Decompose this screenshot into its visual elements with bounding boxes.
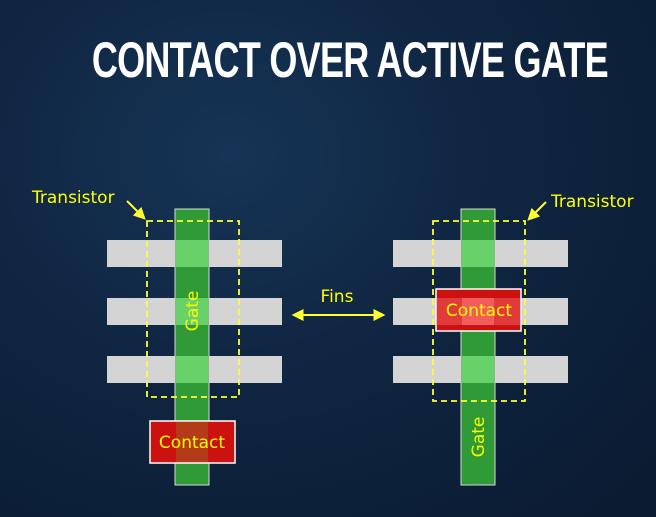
left-gate-label: Gate xyxy=(183,291,203,332)
left-contact-gate-overlap xyxy=(176,422,208,462)
right-gate-fin-overlap-3 xyxy=(462,356,494,383)
left-transistor-arrow xyxy=(126,200,146,220)
right-transistor-label: Transistor xyxy=(550,192,634,212)
left-gate-fin-overlap-1 xyxy=(176,240,208,267)
left-gate-fin-overlap-2 xyxy=(176,298,208,325)
right-contact-label: Contact xyxy=(446,301,512,321)
fins-indicator: Fins xyxy=(291,287,386,321)
right-transistor-outline xyxy=(432,220,526,402)
fins-label: Fins xyxy=(321,287,354,307)
page-title: CONTACT OVER ACTIVE GATE xyxy=(91,32,609,88)
right-gate-fin-overlap-1 xyxy=(462,240,494,267)
right-transistor: Contact Gate Transistor xyxy=(393,192,634,486)
left-transistor-label: Transistor xyxy=(31,188,115,208)
left-transistor-outline xyxy=(146,220,240,398)
right-contact-gate-overlap xyxy=(462,298,494,325)
right-transistor-arrow xyxy=(527,201,547,221)
left-contact-label: Contact xyxy=(159,433,225,453)
right-gate-label: Gate xyxy=(469,417,489,458)
left-transistor: Gate Contact Transistor xyxy=(31,188,282,486)
left-gate-fin-overlap-3 xyxy=(176,356,208,383)
